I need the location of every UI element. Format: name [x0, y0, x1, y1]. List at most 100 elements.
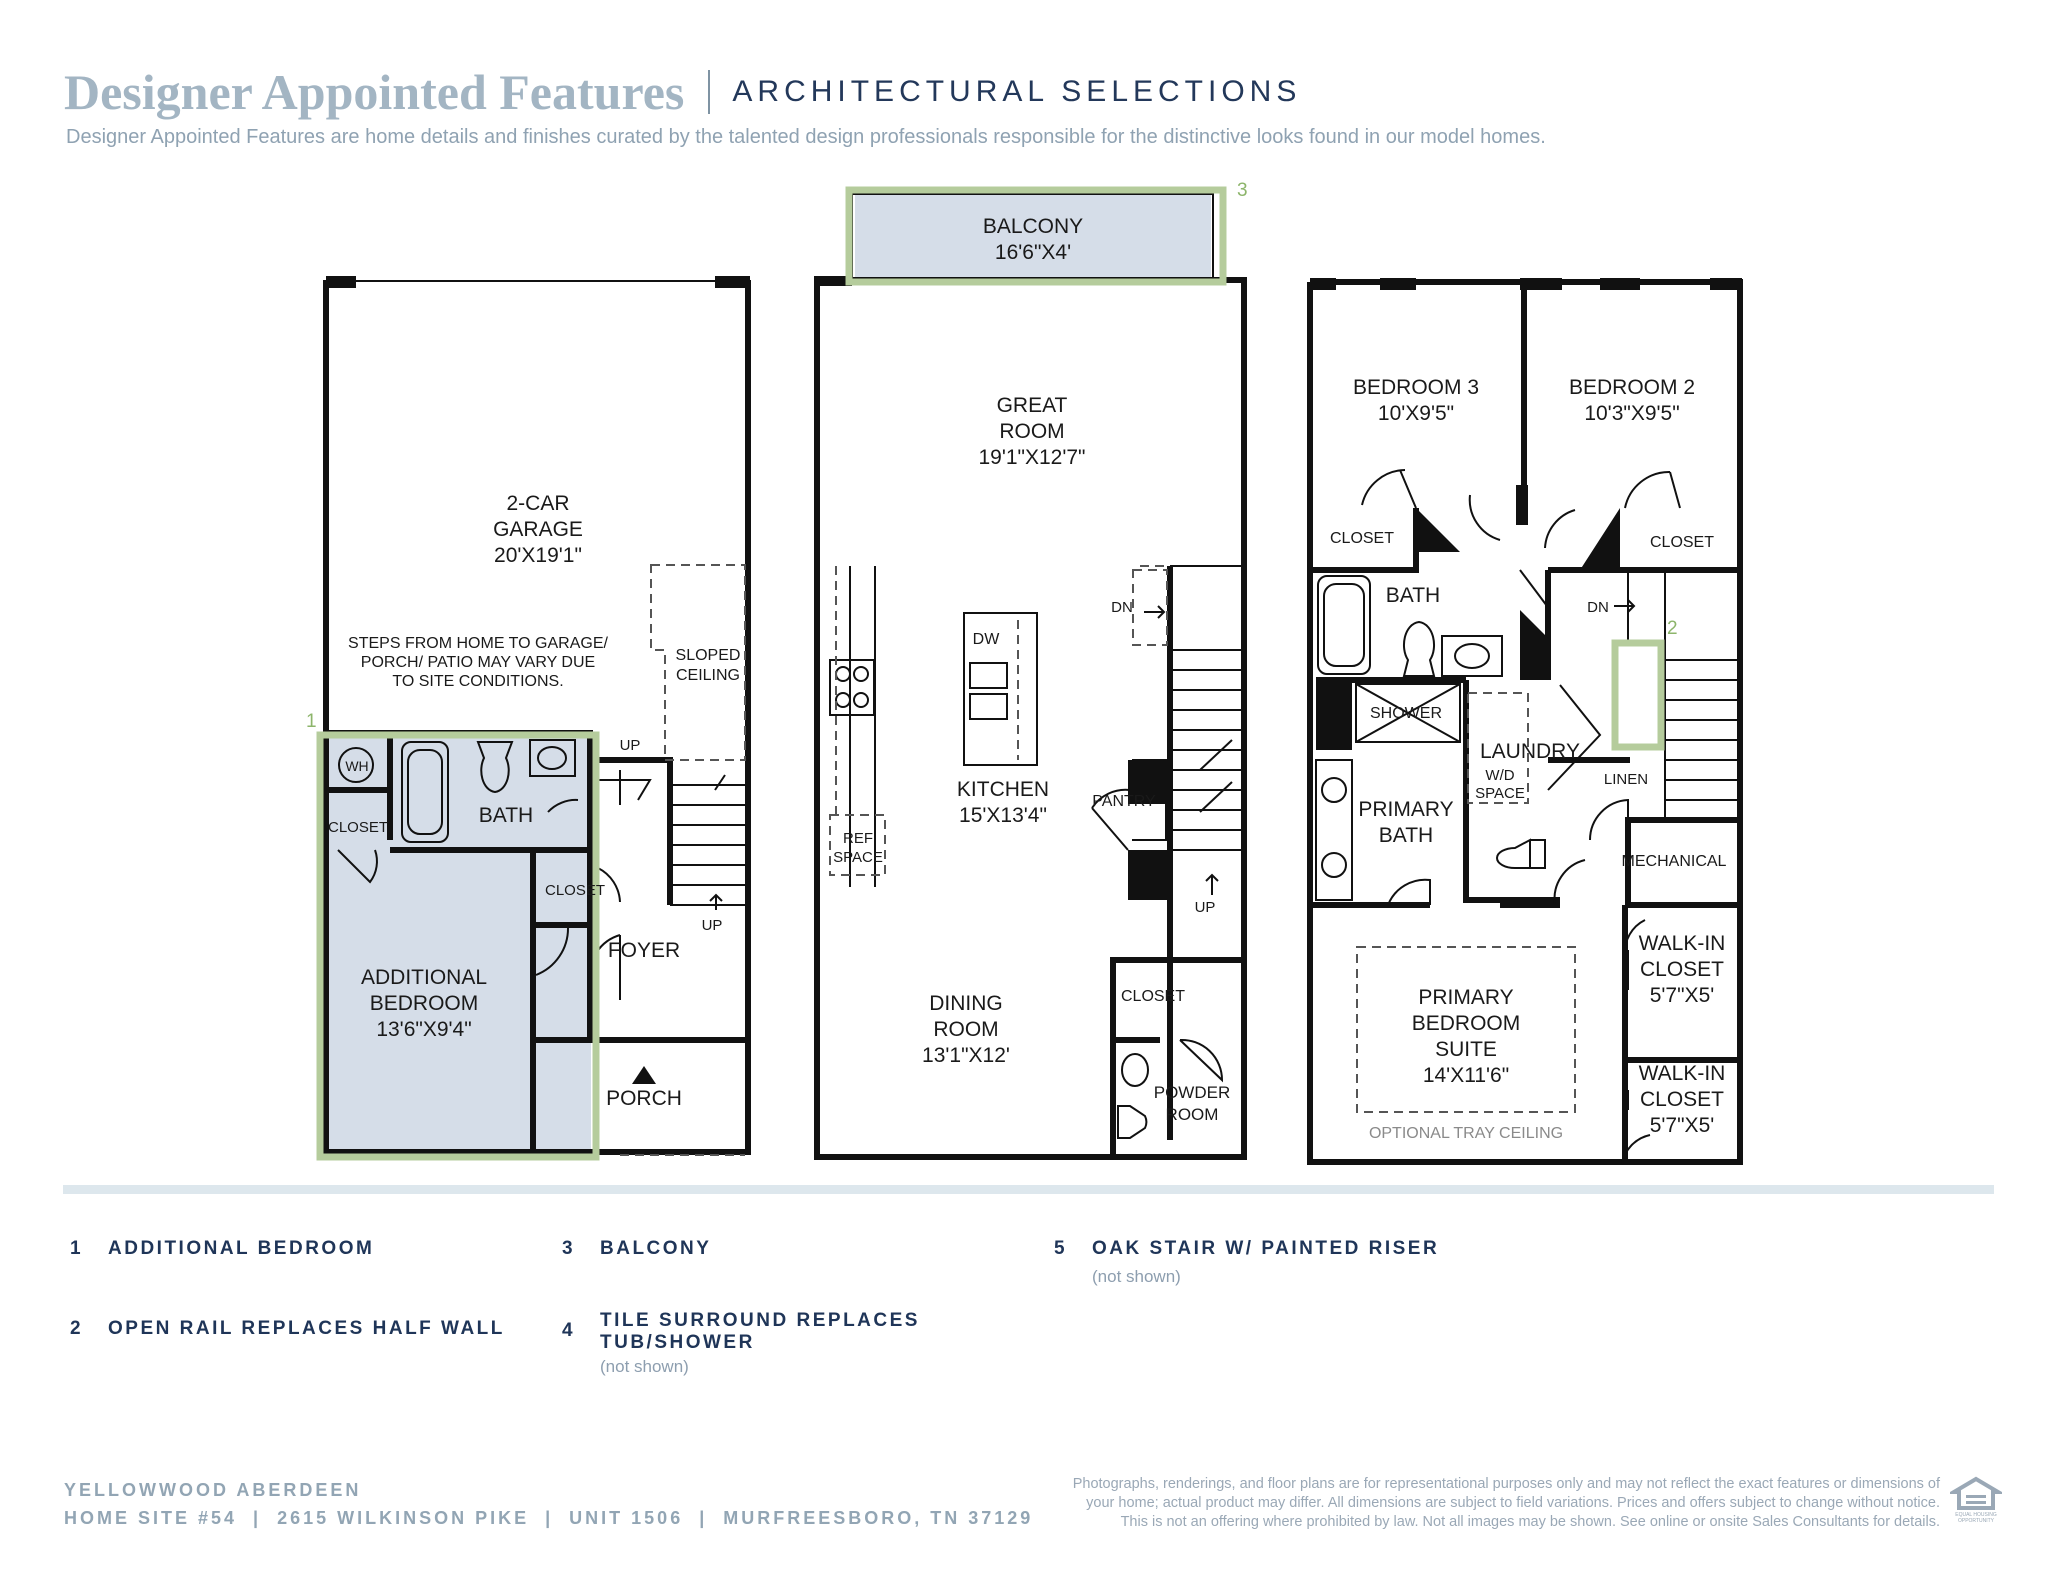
legend-number: 4	[562, 1320, 576, 1341]
legend-note-4: (not shown)	[600, 1357, 689, 1376]
equal-housing-text-1: EQUAL HOUSING	[1955, 1512, 1997, 1518]
dn-label: DN	[1111, 599, 1133, 616]
equal-housing-text-2: OPPORTUNITY	[1958, 1518, 1995, 1524]
walkin-closet-b-label-2: CLOSET	[1640, 1088, 1724, 1111]
powder-room-label-2: ROOM	[1166, 1105, 1219, 1124]
primary-suite-dimensions: 14'X11'6"	[1423, 1064, 1509, 1087]
equal-housing-icon: EQUAL HOUSING OPPORTUNITY	[1950, 1476, 2002, 1524]
footer-address: HOME SITE #54 | 2615 WILKINSON PIKE | UN…	[64, 1508, 1034, 1528]
balcony-label: BALCONY	[983, 215, 1083, 238]
toilet-icon	[476, 741, 514, 794]
linen-label: LINEN	[1604, 771, 1648, 788]
dining-room-label-2: ROOM	[933, 1018, 998, 1041]
kitchen-island	[963, 612, 1038, 766]
disclaimer-line-1: Photographs, renderings, and floor plans…	[1072, 1476, 1940, 1492]
walkin-closet-a-dimensions: 5'7"X5'	[1650, 984, 1715, 1007]
title-separator	[708, 70, 711, 114]
up-label-foyer: UP	[620, 737, 641, 754]
garage-label-name: 2-CAR	[506, 492, 569, 515]
powder-toilet-icon	[1117, 1105, 1148, 1139]
bath-label-level3: BATH	[1386, 584, 1440, 607]
walkin-closet-b-dimensions: 5'7"X5'	[1650, 1114, 1715, 1137]
floor-plan: 1 2-CAR GARAGE 20'X19'1" ADDITIONAL BEDR…	[306, 180, 1743, 1165]
sink-icon-kitchen	[969, 662, 1008, 689]
water-heater-icon	[338, 747, 374, 783]
ref-space-label: REF	[843, 830, 873, 847]
page-header: Designer Appointed Features ARCHITECTURA…	[64, 62, 1301, 122]
powder-sink-icon	[1121, 1053, 1149, 1087]
great-room-label-2: ROOM	[999, 420, 1064, 443]
legend-number: 5	[1054, 1238, 1068, 1259]
footer-community: YELLOWWOOD ABERDEEN	[64, 1480, 362, 1500]
dn-label-level3: DN	[1587, 599, 1609, 616]
dishwasher-label: DW	[973, 631, 1001, 648]
shower-label: SHOWER	[1370, 705, 1442, 722]
up-label-stairs: UP	[702, 917, 723, 934]
laundry-label: LAUNDRY	[1480, 740, 1580, 763]
additional-bedroom-label-2: BEDROOM	[370, 992, 479, 1015]
feature-2-outline	[1611, 639, 1665, 751]
feature-1-outline	[316, 731, 600, 1161]
bathtub-icon-level3	[1317, 575, 1371, 675]
steps-note-line-2: PORCH/ PATIO MAY VARY DUE	[361, 654, 595, 671]
legend-note-5: (not shown)	[1092, 1267, 1181, 1286]
bathtub-icon	[401, 741, 449, 843]
legend-item-5: 5 OAK STAIR W/ PAINTED RISER	[1054, 1238, 1439, 1260]
sloped-ceiling-label: SLOPED	[676, 647, 741, 664]
level-1-plan: 1 2-CAR GARAGE 20'X19'1" ADDITIONAL BEDR…	[306, 276, 751, 1161]
great-room-dimensions: 19'1"X12'7"	[978, 446, 1085, 469]
dining-room-dimensions: 13'1"X12'	[922, 1044, 1010, 1067]
foyer-label: FOYER	[608, 939, 680, 962]
legend-item-3: 3 BALCONY	[562, 1238, 711, 1260]
cooktop-icon	[829, 659, 875, 716]
intro-text: Designer Appointed Features are home det…	[66, 126, 1546, 148]
wd-space-label-2: SPACE	[1475, 785, 1525, 802]
bedroom-2-dimensions: 10'3"X9'5"	[1584, 402, 1679, 425]
water-heater-label: WH	[345, 758, 368, 774]
pantry-label: PANTRY	[1092, 793, 1156, 810]
mechanical-label: MECHANICAL	[1622, 853, 1727, 870]
feature-marker-2: 2	[1667, 618, 1678, 639]
steps-note-line-1: STEPS FROM HOME TO GARAGE/	[348, 635, 608, 652]
dining-room-label: DINING	[929, 992, 1003, 1015]
primary-bath-label-2: BATH	[1379, 824, 1433, 847]
legend-label: OAK STAIR W/ PAINTED RISER	[1092, 1238, 1440, 1259]
closet-label: CLOSET	[1121, 988, 1185, 1005]
toilet-icon-level3	[1402, 620, 1436, 677]
page-title: Designer Appointed Features	[64, 64, 685, 120]
primary-toilet-icon	[1496, 838, 1546, 869]
disclaimer-line-2: your home; actual product may differ. Al…	[1086, 1495, 1940, 1511]
primary-suite-label-2: BEDROOM	[1412, 1012, 1521, 1035]
closet-label-bedroom: CLOSET	[328, 819, 388, 836]
disclaimer-line-3: This is not an offering where prohibited…	[1120, 1514, 1940, 1530]
additional-bedroom-highlight	[325, 733, 591, 1153]
legend-label: ADDITIONAL BEDROOM	[108, 1238, 375, 1259]
closet-label-bedroom-2: CLOSET	[1650, 534, 1714, 551]
legend-number: 1	[70, 1238, 84, 1259]
up-label: UP	[1195, 899, 1216, 916]
legend-number: 3	[562, 1238, 576, 1259]
kitchen-label: KITCHEN	[957, 778, 1049, 801]
closet-label-foyer: CLOSET	[545, 882, 605, 899]
primary-suite-label: PRIMARY	[1418, 986, 1513, 1009]
additional-bedroom-label: ADDITIONAL	[361, 966, 487, 989]
level-2-plan: 3 BALCONY 16'6"X4' GREAT ROOM 19'1"X12'7…	[814, 180, 1248, 1160]
great-room-label: GREAT	[997, 394, 1068, 417]
closet-label-bedroom-3: CLOSET	[1330, 530, 1394, 547]
walkin-closet-b-label: WALK-IN	[1639, 1062, 1726, 1085]
section-divider	[63, 1185, 1994, 1194]
wd-space-label: W/D	[1485, 767, 1514, 784]
feature-marker-3: 3	[1237, 180, 1248, 201]
entry-arrow-icon	[632, 1066, 656, 1084]
legend-label: BALCONY	[600, 1238, 712, 1259]
legend-label-line-1: TILE SURROUND REPLACES	[600, 1310, 920, 1331]
bedroom-3-dimensions: 10'X9'5"	[1378, 402, 1454, 425]
legend-label: OPEN RAIL REPLACES HALF WALL	[108, 1318, 505, 1339]
page-subtitle: ARCHITECTURAL SELECTIONS	[732, 75, 1302, 108]
kitchen-dimensions: 15'X13'4"	[959, 804, 1047, 827]
steps-note-line-3: TO SITE CONDITIONS.	[392, 673, 563, 690]
legend-item-1: 1 ADDITIONAL BEDROOM	[70, 1238, 374, 1260]
additional-bedroom-dimensions: 13'6"X9'4"	[376, 1018, 471, 1041]
bedroom-3-label: BEDROOM 3	[1353, 376, 1479, 399]
